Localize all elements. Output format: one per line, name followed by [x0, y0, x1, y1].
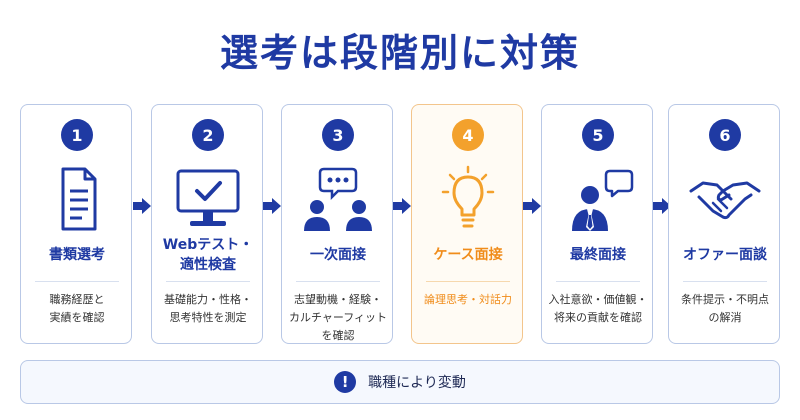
arrow-right-icon [393, 198, 411, 214]
stage-card-final-interview: 5 最終面接 入社意欲・価値観・将来の貢献を確認 [541, 104, 653, 344]
stage-card-offer-meeting: 6 オファー面談 条件提示・不明点の解消 [668, 104, 780, 344]
exclamation-icon: ! [334, 371, 357, 393]
stage-name: Webテスト・適性検査 [162, 237, 254, 273]
divider [35, 281, 119, 282]
page-title: 選考は段階別に対策 [219, 31, 580, 75]
executive-chat-icon [572, 169, 634, 231]
divider [426, 281, 510, 282]
step-number-badge: 4 [452, 119, 484, 151]
note-text: 職種により変動 [368, 375, 466, 391]
conversation-icon [304, 167, 372, 231]
stage-description: 入社意欲・価値観・将来の貢献を確認 [548, 293, 648, 324]
stage-name: 書類選考 [49, 247, 105, 263]
stage-description: 基礎能力・性格・思考特性を測定 [164, 293, 252, 324]
stage-card-first-interview: 3 一次面接 志望動機・経験・カルチャーフィットを確認 [281, 104, 393, 344]
step-number-badge: 5 [582, 119, 614, 151]
stage-description: 条件提示・不明点の解消 [681, 293, 769, 324]
stage-description: 志望動機・経験・カルチャーフィットを確認 [288, 293, 387, 342]
stage-card-case-interview: 4 ケース面接 論理思考・対話力 [411, 104, 523, 344]
step-number-badge: 2 [192, 119, 224, 151]
arrow-right-icon [133, 198, 151, 214]
divider [683, 281, 767, 282]
step-number-badge: 3 [322, 119, 354, 151]
note-banner: ! 職種により変動 [20, 360, 780, 404]
arrow-right-icon [523, 198, 541, 214]
stage-name: ケース面接 [433, 247, 503, 263]
divider [556, 281, 640, 282]
step-number-badge: 6 [709, 119, 741, 151]
monitor-check-icon [176, 169, 240, 226]
stage-description: 論理思考・対話力 [424, 293, 512, 306]
lightbulb-icon [441, 165, 495, 228]
step-number-badge: 1 [61, 119, 93, 151]
arrow-right-icon [653, 198, 671, 214]
stage-name: オファー面談 [683, 247, 767, 263]
arrow-right-icon [263, 198, 281, 214]
divider [166, 281, 250, 282]
document-icon [61, 167, 97, 231]
divider [296, 281, 380, 282]
stage-name: 一次面接 [310, 247, 366, 263]
handshake-icon [689, 181, 761, 220]
stage-card-web-test: 2 Webテスト・適性検査 基礎能力・性格・思考特性を測定 [151, 104, 263, 344]
stage-description: 職務経歴と実績を確認 [49, 293, 105, 324]
stage-name: 最終面接 [570, 247, 626, 263]
stage-card-document-screening: 1 書類選考 職務経歴と実績を確認 [20, 104, 132, 344]
